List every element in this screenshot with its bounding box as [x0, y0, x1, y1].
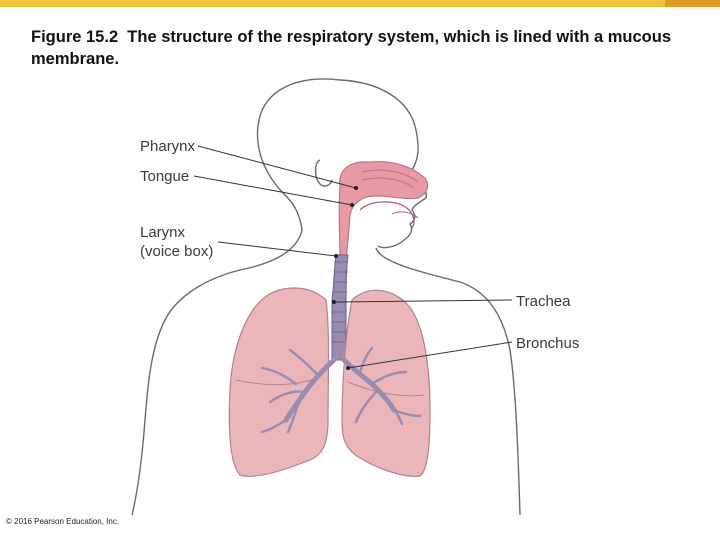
bronchial-tree: [260, 346, 422, 434]
figure-caption: Figure 15.2 The structure of the respira…: [31, 26, 691, 70]
leader-lines: [193, 145, 513, 369]
figure-caption-text: The structure of the respiratory system,…: [31, 28, 672, 68]
figure-number: Figure 15.2: [31, 28, 119, 46]
lungs: [228, 287, 431, 477]
leader-dots: [332, 186, 358, 370]
label-larynx: Larynx: [140, 224, 186, 241]
label-tongue: Tongue: [140, 168, 189, 185]
nasal-cavity: [338, 161, 429, 259]
label-bronchus: Bronchus: [516, 335, 579, 352]
label-trachea: Trachea: [516, 293, 571, 310]
accent-bar-end: [665, 0, 720, 7]
accent-bar-main: [0, 0, 665, 7]
copyright-notice: © 2016 Pearson Education, Inc.: [6, 517, 120, 526]
label-pharynx: Pharynx: [140, 138, 196, 155]
label-larynx-voice-box: (voice box): [140, 243, 213, 260]
top-accent-bar: [0, 0, 720, 7]
